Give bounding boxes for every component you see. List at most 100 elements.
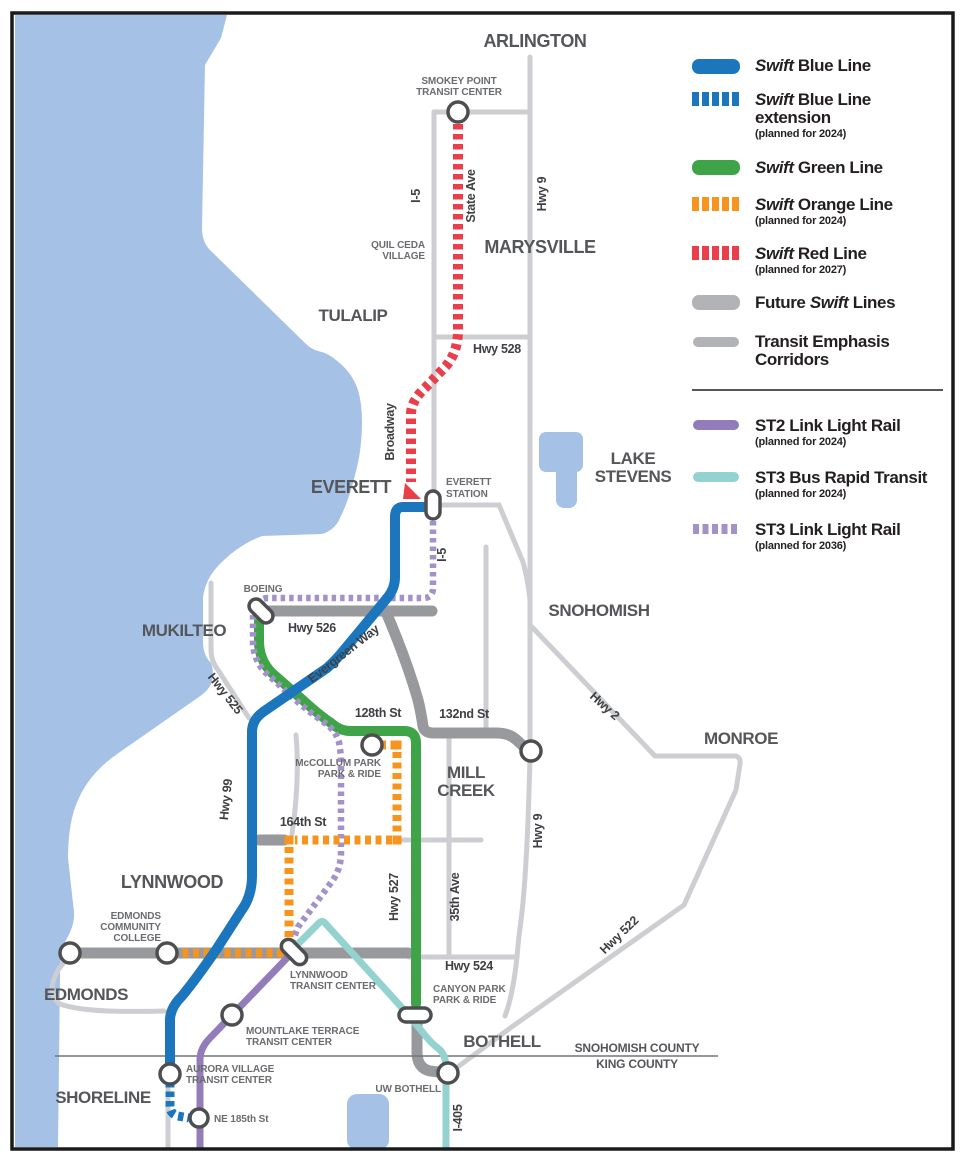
legend-swift-blue-swatch (692, 59, 740, 74)
legend-swift-red-swatch (702, 246, 709, 260)
road-hwy9-mid: Hwy 9 (531, 813, 545, 848)
city-shoreline: SHORELINE (55, 1088, 151, 1107)
water-lake-stevens-tail (556, 462, 577, 508)
legend-swift-red-label: Swift Red Line (755, 244, 867, 263)
legend-st3-link-swatch (693, 524, 699, 534)
legend-st3-link-planned: (planned for 2036) (755, 540, 847, 552)
legend-swift-orange-swatch (692, 197, 699, 211)
station-ne-185th: NE 185th St (188, 1107, 269, 1129)
city-monroe: MONROE (704, 729, 778, 748)
road-132nd-st: 132nd St (439, 707, 490, 721)
water-lake-bothell (347, 1094, 389, 1148)
legend-swift-blue-ext-label-line2: extension (755, 108, 831, 127)
legend-swift-red-swatch (732, 246, 739, 260)
legend-swift-blue-ext-swatch (712, 92, 719, 106)
legend-transit-emphasis-swatch (693, 337, 739, 347)
legend-swift-orange-swatch (712, 197, 719, 211)
legend-st3-link-swatch (712, 524, 718, 534)
station-gray-west-end-marker (58, 941, 82, 965)
legend-st3-brt-swatch (693, 472, 739, 482)
road-128th-st: 128th St (355, 706, 402, 720)
legend-swift-green-label: Swift Green Line (755, 158, 883, 177)
legend-swift-blue-ext-swatch (722, 92, 729, 106)
station-uw-bothell-marker (436, 1061, 460, 1085)
road-network (49, 54, 743, 1148)
legend-swift-blue-ext-swatch (732, 92, 739, 106)
road-hwy9-north: Hwy 9 (535, 176, 549, 211)
orange-corners (284, 740, 402, 845)
legend-future-swift-label: Future Swift Lines (755, 293, 895, 312)
road-hwy9-south-path (502, 754, 533, 1019)
road-164th-st: 164th St (280, 815, 327, 829)
station-boeing-marker (247, 597, 275, 625)
station-mccollum-park-marker (360, 733, 384, 757)
legend-future-swift: Future Swift Lines (692, 293, 896, 312)
road-edmonds-curve-path (49, 955, 167, 1014)
st2-link-line (196, 954, 291, 1148)
city-marysville: MARYSVILLE (484, 237, 596, 257)
station-smokey-point-marker (446, 100, 470, 124)
legend-swift-blue: Swift Blue Line (692, 56, 871, 75)
road-broadway: Broadway (383, 403, 397, 461)
city-everett: EVERETT (311, 477, 392, 497)
station-mountlake-terrace-marker (220, 1003, 244, 1027)
road-hwy526: Hwy 526 (288, 621, 336, 635)
swift-blue-line (165, 502, 429, 1068)
road-hwy2-hwy522-path (456, 623, 743, 1069)
legend-st2-link-swatch (693, 420, 739, 430)
station-aurora-village-marker (158, 1062, 182, 1086)
swift-blue-extension (165, 1082, 190, 1123)
legend-swift-green: Swift Green Line (692, 158, 883, 177)
road-state-ave: State Ave (464, 169, 478, 223)
road-hwy525-path (208, 580, 252, 721)
road-i5-everett: I-5 (435, 548, 449, 562)
legend-swift-orange-label: Swift Orange Line (755, 195, 893, 214)
station-gray-west-end (58, 941, 82, 965)
legend-st3-link-swatch (702, 524, 709, 534)
legend-st2-link: ST2 Link Light Rail(planned for 2024) (693, 416, 901, 448)
road-i5-north: I-5 (409, 189, 423, 203)
county-label-snohomish: SNOHOMISH COUNTY (575, 1041, 700, 1055)
station-lynnwood-tc-marker (279, 937, 309, 967)
city-arlington: ARLINGTON (483, 31, 586, 51)
road-ash-way-path (289, 732, 300, 837)
legend-future-swift-swatch (692, 295, 740, 310)
legend-swift-red-swatch (712, 246, 719, 260)
road-hwy2: Hwy 2 (587, 689, 622, 723)
st3-brt-line (295, 918, 450, 1148)
map-border (10, 11, 955, 1151)
legend-swift-orange: Swift Orange Line(planned for 2024) (692, 195, 893, 227)
legend-swift-blue-label: Swift Blue Line (755, 56, 871, 75)
road-hwy528: Hwy 528 (473, 342, 521, 356)
legend-st3-brt-label: ST3 Bus Rapid Transit (755, 468, 928, 487)
road-hwy99: Hwy 99 (217, 778, 235, 821)
station-everett-station-marker (424, 489, 442, 521)
corridor-uw-bothell-path (411, 1015, 452, 1079)
legend-st3-link-label: ST3 Link Light Rail (755, 520, 900, 539)
legend-st3-brt-planned: (planned for 2024) (755, 488, 847, 500)
city-mukilteo: MUKILTEO (142, 621, 226, 640)
legend-swift-orange-swatch (732, 197, 739, 211)
station-ne-185th-label: NE 185th St (214, 1114, 269, 1125)
legend-st2-link-planned: (planned for 2024) (755, 436, 847, 448)
legend-st3-link: ST3 Link Light Rail(planned for 2036) (693, 520, 901, 552)
legend-st2-link-label: ST2 Link Light Rail (755, 416, 900, 435)
